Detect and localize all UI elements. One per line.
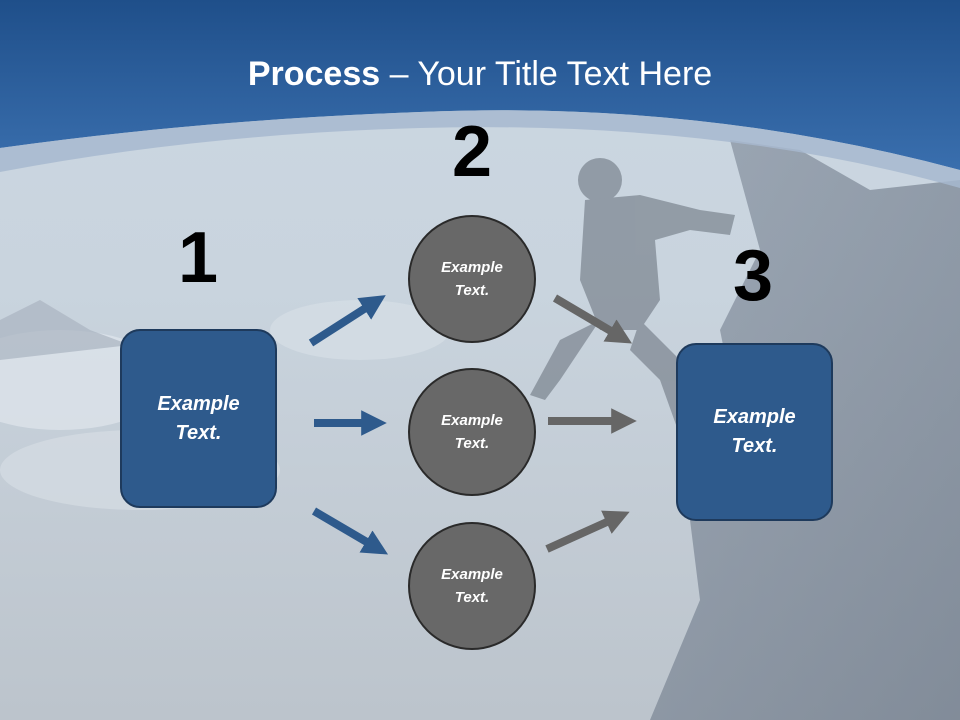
slide-title: Process – Your Title Text Here xyxy=(0,52,960,96)
circle-bottom: Example Text. xyxy=(408,522,536,650)
step-number-2: 2 xyxy=(451,112,493,192)
step-number-1: 1 xyxy=(177,218,219,298)
circle-middle: Example Text. xyxy=(408,368,536,496)
step-1-label: Example Text. xyxy=(157,392,240,444)
step-3-label: Example Text. xyxy=(713,406,796,457)
arrow-1-to-bottom xyxy=(311,507,389,555)
circle-top: Example Text. xyxy=(408,215,536,343)
arrow-1-to-top xyxy=(308,295,386,347)
arrow-top-to-3 xyxy=(552,294,633,344)
title-bold: Process xyxy=(247,55,381,93)
step-1-box: Example Text. xyxy=(120,329,277,508)
arrow-bottom-to-3 xyxy=(545,510,630,553)
step-3-box: Example Text. xyxy=(676,343,833,521)
step-number-3: 3 xyxy=(732,236,774,316)
circle-middle-label: Example Text. xyxy=(441,412,503,452)
circle-bottom-label: Example Text. xyxy=(441,566,503,606)
circle-top-label: Example Text. xyxy=(441,259,503,299)
title-rest: – Your Title Text Here xyxy=(380,55,713,93)
